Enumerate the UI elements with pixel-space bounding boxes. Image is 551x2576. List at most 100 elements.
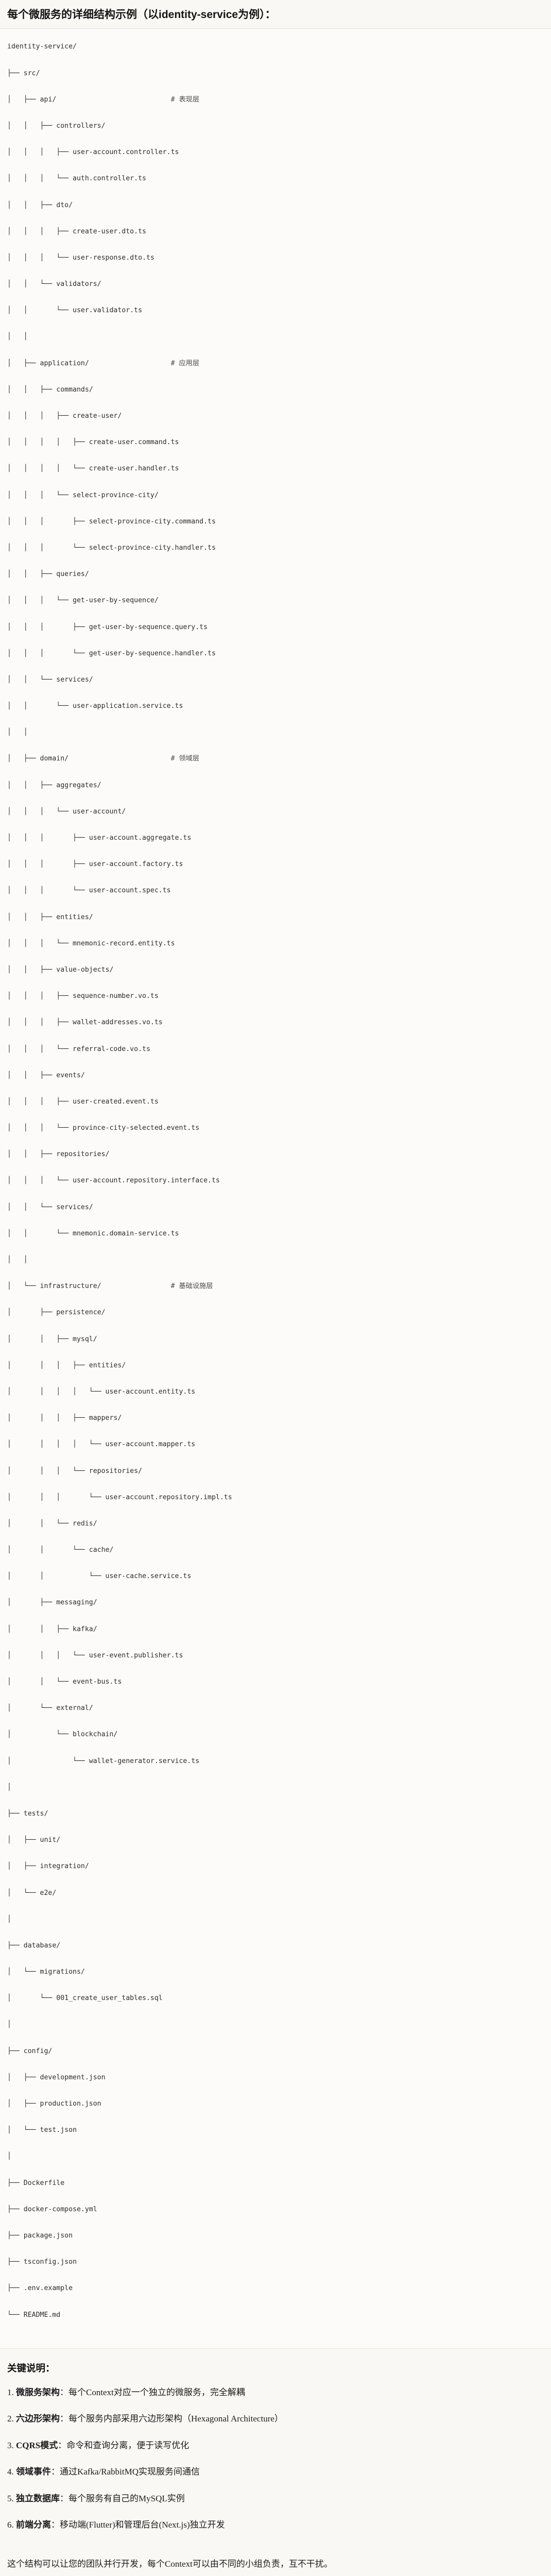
key-note-body: 命令和查询分离，便于读写优化 — [66, 2440, 190, 2450]
tree-row: │ │ │ └── mnemonic-record.entity.ts — [7, 937, 544, 951]
tree-node-label: │ └── wallet-generator.service.ts — [7, 1757, 200, 1765]
tree-node-label: │ ├── api/ — [7, 95, 57, 104]
tree-row: │ │ │ ├── user-created.event.ts — [7, 1095, 544, 1109]
tree-node-label: │ │ │ └── referral-code.vo.ts — [7, 1045, 150, 1053]
tree-node-label: │ │ │ └── user-account.spec.ts — [7, 887, 171, 895]
tree-node-label: │ — [7, 2021, 11, 2029]
tree-node-label: │ │ ├── aggregates/ — [7, 781, 101, 789]
tree-node-label: │ ├── unit/ — [7, 1836, 61, 1844]
tree-node-label: ├── Dockerfile — [7, 2179, 65, 2187]
key-note-lead: 前端分离 — [16, 2520, 51, 2530]
tree-row: │ │ │ └── select-province-city/ — [7, 489, 544, 502]
tree-node-label: │ — [7, 2153, 11, 2161]
tree-row: │ ├── persistence/ — [7, 1306, 544, 1319]
key-notes-heading: 关键说明： — [7, 2362, 55, 2374]
key-note-separator: ： — [58, 2440, 67, 2450]
tree-node-label: ├── .env.example — [7, 2284, 73, 2293]
tree-row: │ │ ├── queries/ — [7, 568, 544, 581]
tree-node-label: │ ├── application/ — [7, 359, 89, 367]
key-note-body: 每个Context对应一个独立的微服务，完全解耦 — [68, 2387, 245, 2397]
tree-row: │ │ │ ├── user-account.aggregate.ts — [7, 832, 544, 845]
tree-row: │ │ └── event-bus.ts — [7, 1675, 544, 1689]
tree-node-label: │ │ └── validators/ — [7, 280, 101, 289]
tree-row: │ │ │ └── user-account.repository.interf… — [7, 1174, 544, 1188]
directory-tree: identity-service/ ├── src/ │ ├── api/ # … — [7, 40, 544, 2334]
tree-row: ├── config/ — [7, 2045, 544, 2058]
tree-row: │ │ └── services/ — [7, 1201, 544, 1214]
tree-node-comment: # 领域层 — [170, 755, 200, 763]
tree-row: │ │ │ └── referral-code.vo.ts — [7, 1043, 544, 1056]
tree-row: │ │ │ │ └── user-account.entity.ts — [7, 1385, 544, 1399]
tree-row: ├── .env.example — [7, 2282, 544, 2295]
tree-node-label: │ │ └── mnemonic.domain-service.ts — [7, 1229, 179, 1238]
tree-row: │ │ ├── repositories/ — [7, 1148, 544, 1161]
tree-node-label: │ ├── messaging/ — [7, 1599, 97, 1607]
tree-row: │ └── external/ — [7, 1702, 544, 1715]
tree-row: │ │ │ ├── get-user-by-sequence.query.ts — [7, 621, 544, 634]
tree-node-label: │ │ │ ├── user-created.event.ts — [7, 1097, 159, 1106]
tree-row: │ ├── api/ # 表现层 — [7, 93, 544, 107]
tree-row: │ ├── integration/ — [7, 1860, 544, 1873]
key-note-separator: ： — [60, 2414, 68, 2424]
tree-row: │ ├── application/ # 应用层 — [7, 357, 544, 370]
key-note-item: 1. 微服务架构：每个Context对应一个独立的微服务，完全解耦 — [7, 2386, 544, 2399]
key-note-index: 1. — [7, 2387, 16, 2397]
tree-node-label: │ ├── persistence/ — [7, 1309, 106, 1317]
tree-node-label: │ ├── development.json — [7, 2073, 106, 2081]
tree-node-label: │ │ │ │ └── user-account.entity.ts — [7, 1387, 196, 1396]
tree-node-label: │ │ │ └── repositories/ — [7, 1467, 143, 1475]
tree-node-label: │ │ │ ├── sequence-number.vo.ts — [7, 992, 159, 1001]
tree-row: │ │ ├── events/ — [7, 1069, 544, 1082]
tree-node-label: │ — [7, 1783, 11, 1791]
tree-row: │ │ │ │ └── create-user.handler.ts — [7, 462, 544, 476]
tree-row: │ │ │ └── get-user-by-sequence.handler.t… — [7, 647, 544, 660]
tree-node-label: │ │ │ ├── user-account.factory.ts — [7, 860, 183, 869]
tree-node-label: │ — [7, 1915, 11, 1923]
key-note-index: 6. — [7, 2520, 16, 2530]
key-note-item: 3. CQRS模式：命令和查询分离，便于读写优化 — [7, 2439, 544, 2452]
tree-row: │ │ │ └── user-event.publisher.ts — [7, 1649, 544, 1663]
tree-node-label: identity-service/ — [7, 43, 77, 51]
tree-row: │ │ │ └── auth.controller.ts — [7, 172, 544, 185]
tree-row: │ └── wallet-generator.service.ts — [7, 1755, 544, 1768]
tree-node-label: │ │ │ └── get-user-by-sequence.handler.t… — [7, 649, 216, 657]
tree-node-label: │ └── external/ — [7, 1704, 93, 1713]
key-note-lead: CQRS模式 — [16, 2440, 58, 2450]
tree-row: │ │ └── user-cache.service.ts — [7, 1570, 544, 1583]
tree-row: │ — [7, 2018, 544, 2031]
tree-row: │ │ ├── kafka/ — [7, 1623, 544, 1636]
tree-node-label: │ │ ├── kafka/ — [7, 1625, 97, 1633]
tree-row: │ └── 001_create_user_tables.sql — [7, 1992, 544, 2005]
tree-row: ├── src/ — [7, 67, 544, 80]
tree-node-label: │ └── infrastructure/ — [7, 1282, 101, 1291]
tree-node-label: │ │ ├── value-objects/ — [7, 965, 114, 974]
tree-row: │ │ └── cache/ — [7, 1544, 544, 1557]
tree-spacer — [101, 1282, 171, 1290]
tree-row: │ │ ├── commands/ — [7, 383, 544, 397]
tree-row: │ │ │ └── province-city-selected.event.t… — [7, 1122, 544, 1135]
tree-row: │ ├── development.json — [7, 2071, 544, 2084]
tree-node-label: │ │ │ ├── mappers/ — [7, 1414, 122, 1422]
tree-row: │ │ ├── value-objects/ — [7, 963, 544, 977]
tree-node-label: │ │ ├── dto/ — [7, 201, 73, 209]
tree-row: │ │ — [7, 330, 544, 344]
key-note-lead: 六边形架构 — [16, 2414, 60, 2424]
tree-node-label: │ │ └── redis/ — [7, 1519, 97, 1528]
tree-node-label: │ ├── production.json — [7, 2100, 101, 2108]
tree-node-label: │ │ │ ├── create-user.dto.ts — [7, 227, 146, 235]
key-note-lead: 微服务架构 — [16, 2387, 60, 2397]
tree-row: │ └── blockchain/ — [7, 1728, 544, 1741]
tree-row: │ │ │ └── select-province-city.handler.t… — [7, 541, 544, 555]
tree-row: │ │ │ ├── entities/ — [7, 1359, 544, 1372]
page-title: 每个微服务的详细结构示例（以identity-service为例）： — [0, 0, 551, 29]
tree-row: │ │ │ ├── create-user.dto.ts — [7, 225, 544, 239]
tree-spacer — [68, 755, 171, 762]
tree-node-label: │ │ │ │ └── user-account.mapper.ts — [7, 1440, 196, 1449]
tree-node-label: │ │ │ ├── create-user/ — [7, 412, 122, 420]
key-note-item: 4. 领域事件：通过Kafka/RabbitMQ实现服务间通信 — [7, 2465, 544, 2479]
tree-row: ├── tsconfig.json — [7, 2256, 544, 2269]
tree-node-label: │ └── e2e/ — [7, 1889, 57, 1897]
tree-node-label: │ │ │ │ ├── create-user.command.ts — [7, 438, 179, 447]
